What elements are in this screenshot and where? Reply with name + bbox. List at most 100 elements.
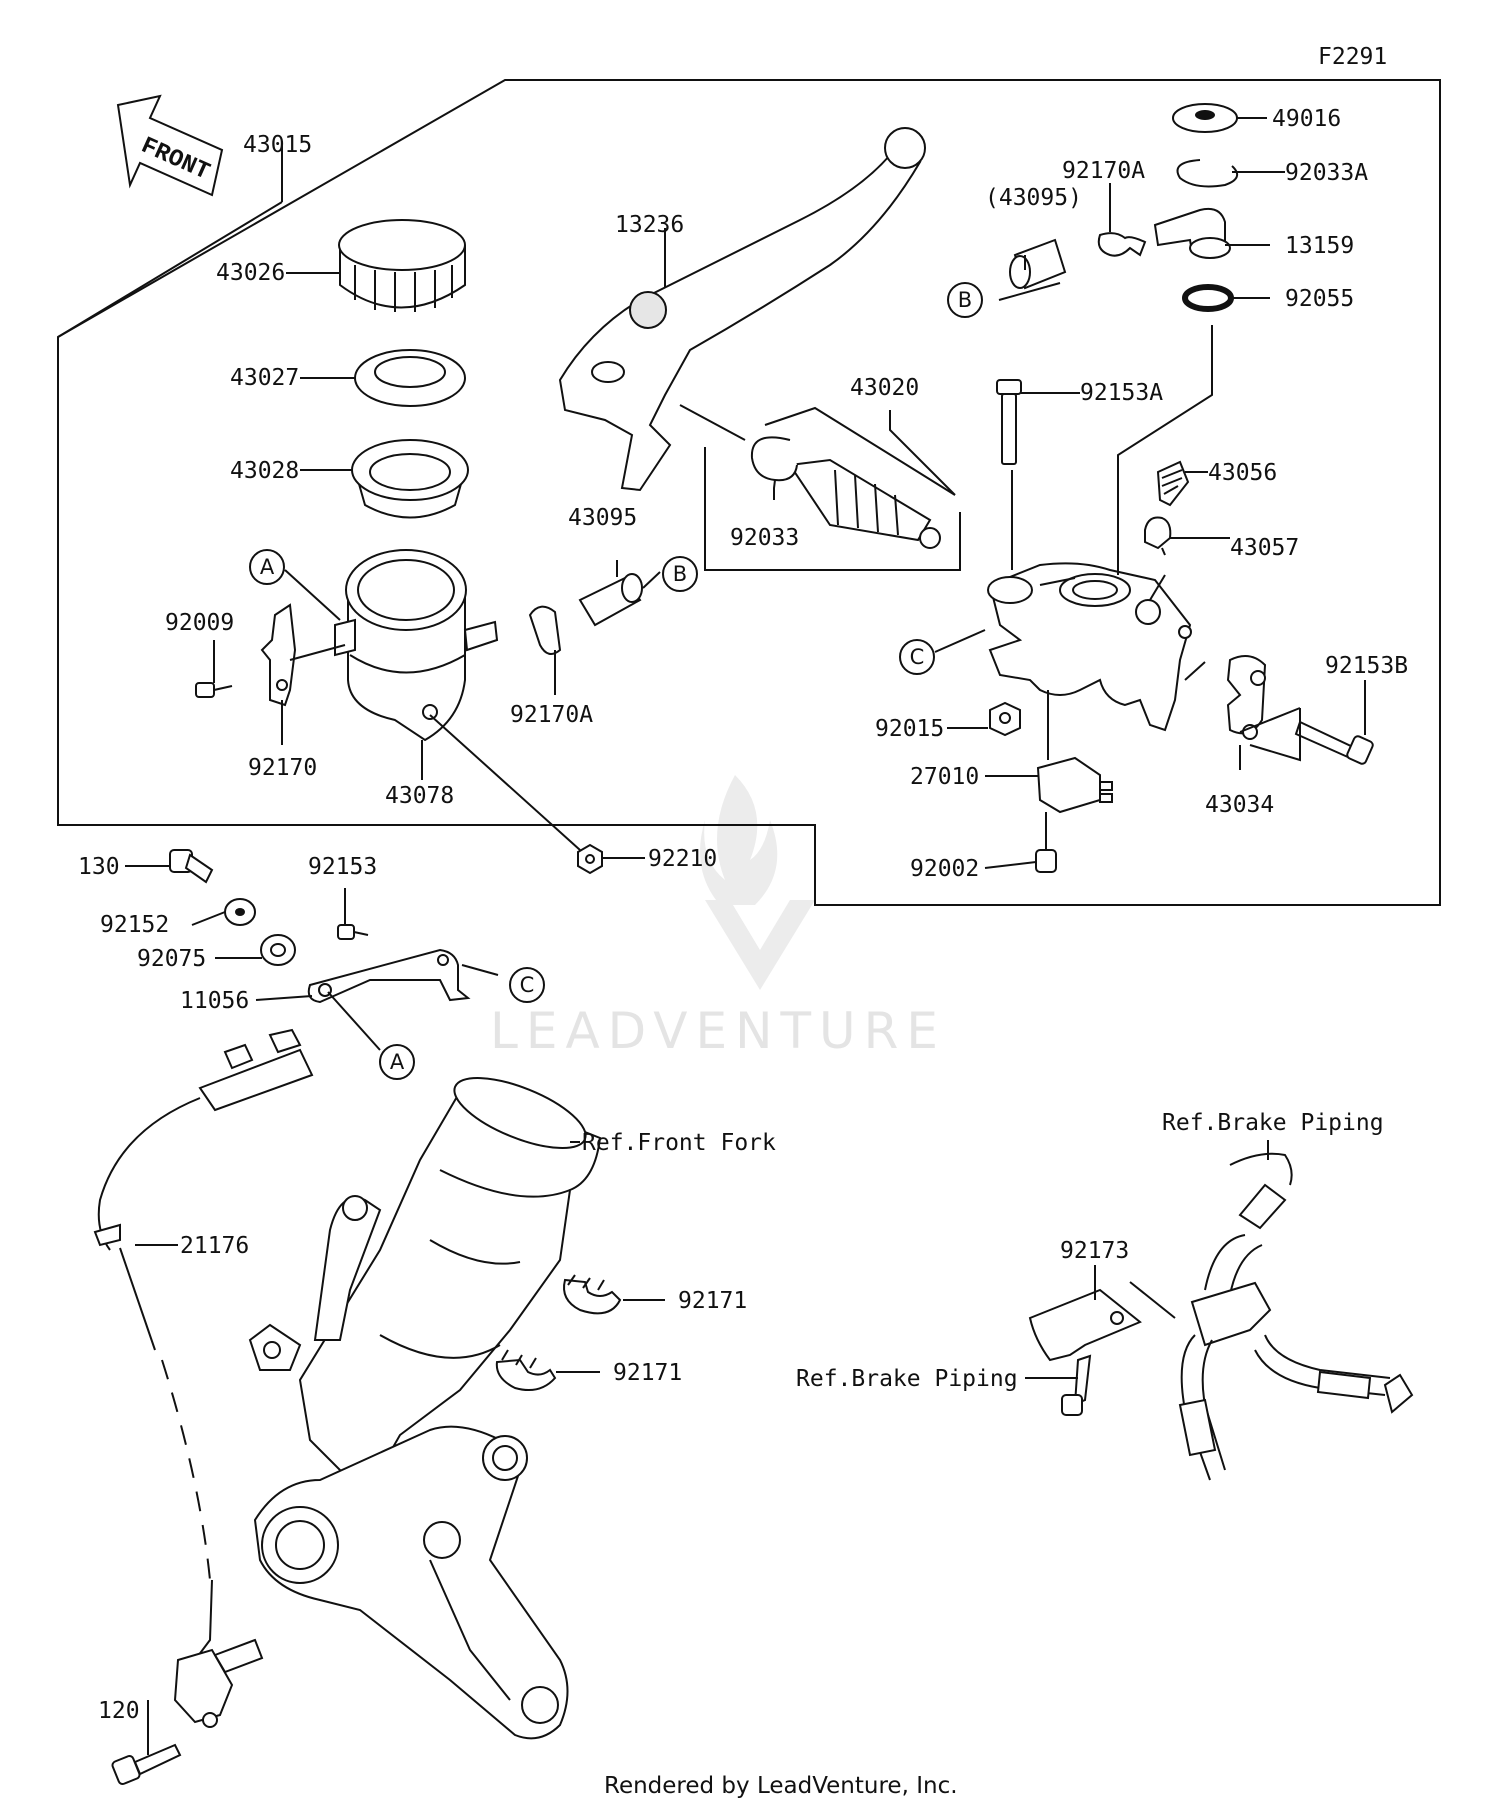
label-43026: 43026 bbox=[216, 260, 285, 286]
label-92210: 92210 bbox=[648, 846, 717, 872]
bolt-92153b bbox=[1294, 720, 1374, 765]
figure-code: F2291 bbox=[1318, 44, 1387, 70]
axle-knuckle bbox=[253, 1425, 569, 1740]
screw-92153 bbox=[337, 924, 369, 940]
damper-92075 bbox=[260, 934, 296, 966]
label-92153: 92153 bbox=[308, 854, 377, 880]
nut-92015 bbox=[989, 701, 1021, 737]
label-13159: 13159 bbox=[1285, 233, 1354, 259]
label-92153b: 92153B bbox=[1325, 653, 1408, 679]
svg-text:C: C bbox=[910, 645, 925, 669]
callout-c-body: C bbox=[899, 639, 935, 675]
clip-92171-upper bbox=[563, 1274, 622, 1315]
assembly-boundary bbox=[57, 79, 1441, 906]
footer-credit: Rendered by LeadVenture, Inc. bbox=[604, 1773, 958, 1799]
hose-43095 bbox=[578, 573, 643, 627]
svg-text:B: B bbox=[673, 562, 687, 586]
label-43027: 43027 bbox=[230, 365, 299, 391]
bolt-92153a bbox=[996, 379, 1022, 465]
label-ref-brake-piping-lower: Ref.Brake Piping bbox=[796, 1366, 1018, 1392]
bolt-120 bbox=[111, 1743, 182, 1786]
callout-a-lower: A bbox=[379, 1044, 415, 1080]
hose-43095-top bbox=[1009, 238, 1067, 290]
label-130: 130 bbox=[78, 854, 120, 880]
label-49016: 49016 bbox=[1272, 106, 1341, 132]
circlip-92033 bbox=[750, 436, 798, 482]
svg-text:C: C bbox=[520, 973, 535, 997]
holder-43034 bbox=[1226, 655, 1267, 740]
watermark-text: LEADVENTURE bbox=[490, 1002, 946, 1060]
reservoir-diaphragm-plate bbox=[354, 349, 466, 407]
callout-a-upper: A bbox=[249, 549, 285, 585]
label-92170: 92170 bbox=[248, 755, 317, 781]
label-92152: 92152 bbox=[100, 912, 169, 938]
clamp-92173 bbox=[1028, 1288, 1142, 1416]
label-92170a-mid: 92170A bbox=[510, 702, 593, 728]
label-43020: 43020 bbox=[850, 375, 919, 401]
bracket-11056 bbox=[307, 948, 471, 1004]
brake-piping bbox=[1178, 1152, 1414, 1481]
circlip-92033a bbox=[1176, 159, 1239, 188]
hose-clamp-92170a bbox=[528, 605, 562, 655]
screw-92002 bbox=[1035, 849, 1057, 873]
label-13236: 13236 bbox=[615, 212, 684, 238]
cap-49016 bbox=[1172, 103, 1238, 133]
label-92173: 92173 bbox=[1060, 1238, 1129, 1264]
brake-lever bbox=[558, 127, 926, 492]
reservoir-cap bbox=[338, 219, 466, 312]
label-21176: 21176 bbox=[180, 1233, 249, 1259]
label-92033a: 92033A bbox=[1285, 160, 1368, 186]
label-92171-lower: 92171 bbox=[613, 1360, 682, 1386]
label-43095-paren: (43095) bbox=[985, 185, 1082, 211]
oring-92055 bbox=[1182, 284, 1234, 312]
label-92075: 92075 bbox=[137, 946, 206, 972]
label-ref-front-fork: Ref.Front Fork bbox=[582, 1130, 776, 1156]
label-92170a-top: 92170A bbox=[1062, 158, 1145, 184]
collar-92152 bbox=[224, 898, 256, 926]
leader-lines bbox=[57, 117, 1366, 1755]
callout-c-bracket: C bbox=[509, 967, 545, 1003]
bolt-92009 bbox=[195, 682, 233, 698]
front-arrow-icon: FRONT bbox=[116, 94, 224, 197]
label-92015: 92015 bbox=[875, 716, 944, 742]
master-cylinder-body bbox=[987, 562, 1192, 732]
bolt-130 bbox=[169, 849, 214, 884]
svg-text:B: B bbox=[958, 288, 972, 312]
fork-bracket bbox=[248, 1195, 382, 1371]
label-43015: 43015 bbox=[243, 132, 312, 158]
label-92171-upper: 92171 bbox=[678, 1288, 747, 1314]
label-27010: 27010 bbox=[910, 764, 979, 790]
svg-text:A: A bbox=[390, 1050, 405, 1074]
label-43028: 43028 bbox=[230, 458, 299, 484]
callout-b-top: B bbox=[947, 282, 983, 318]
label-92002: 92002 bbox=[910, 856, 979, 882]
label-43078: 43078 bbox=[385, 783, 454, 809]
part-labels: 43015 43026 43027 43028 13236 43020 9203… bbox=[78, 106, 1408, 1724]
label-43056: 43056 bbox=[1208, 460, 1277, 486]
bleeder-43056 bbox=[1156, 460, 1190, 507]
cap-43057 bbox=[1144, 516, 1172, 550]
label-43057: 43057 bbox=[1230, 535, 1299, 561]
fitting-13159 bbox=[1153, 207, 1231, 259]
reservoir-body bbox=[334, 549, 499, 742]
label-92055: 92055 bbox=[1285, 286, 1354, 312]
clamp-92170a-top bbox=[1097, 232, 1147, 257]
callout-b-mid: B bbox=[662, 556, 698, 592]
label-43095: 43095 bbox=[568, 505, 637, 531]
label-43034: 43034 bbox=[1205, 792, 1274, 818]
nut-92210 bbox=[577, 843, 603, 875]
label-120: 120 bbox=[98, 1698, 140, 1724]
label-92153a: 92153A bbox=[1080, 380, 1163, 406]
leadventure-watermark: LEADVENTURE bbox=[490, 775, 946, 1060]
clip-92171-lower bbox=[495, 1349, 557, 1391]
label-92009: 92009 bbox=[165, 610, 234, 636]
svg-text:A: A bbox=[260, 555, 275, 579]
label-ref-brake-piping-upper: Ref.Brake Piping bbox=[1162, 1110, 1384, 1136]
sensor-21176 bbox=[93, 1028, 314, 1728]
label-11056: 11056 bbox=[180, 988, 249, 1014]
piston-assembly bbox=[704, 406, 961, 571]
reservoir-diaphragm bbox=[351, 439, 469, 519]
label-92033: 92033 bbox=[730, 525, 799, 551]
reservoir-bracket bbox=[260, 603, 297, 707]
